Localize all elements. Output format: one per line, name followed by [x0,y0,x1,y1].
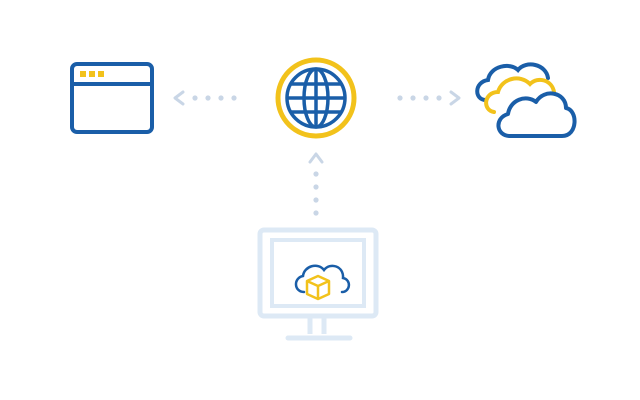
browser-window-icon [70,62,154,134]
cloud-box-icon [294,264,351,301]
connector-globe-to-clouds [397,90,461,106]
cloud-cluster-icon [475,62,577,138]
globe-icon [275,57,357,139]
monitor-icon [257,227,379,341]
connector-globe-to-browser [173,90,237,106]
connector-monitor-to-globe [308,152,324,216]
